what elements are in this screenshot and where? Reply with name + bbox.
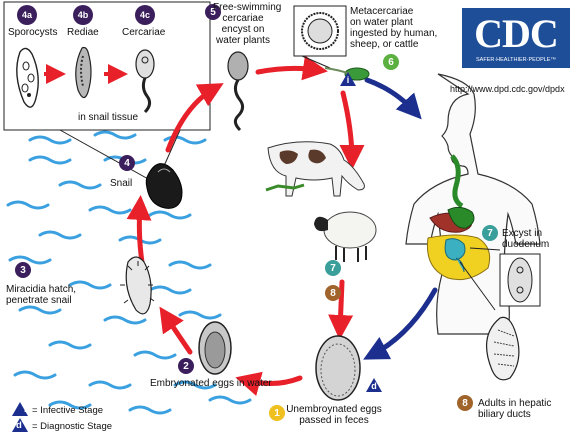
diagnostic-marker [366,378,382,392]
legend-diagnostic-triangle [12,418,28,432]
inset-pointer-line-1 [59,129,151,181]
water-plant-image [324,67,370,81]
stage-7-line2: duodenum [502,239,550,250]
sheep-image [314,211,377,262]
stage-6-line2: on water plant [350,17,413,28]
badge-4a [17,5,37,25]
badge-4b [73,5,93,25]
badge-4c-text: 4c [139,10,150,20]
stage-1-line2: passed in feces [299,415,369,426]
stage-8-line2: biliary ducts [478,409,531,420]
legend-infective-label: = Infective Stage [32,405,104,416]
badge-3 [15,262,31,278]
redia-image [75,46,92,99]
stage-5-line3: encyst on [221,24,265,35]
free-cercaria-image [227,51,249,132]
stage-6-line3: ingested by human, [350,28,438,39]
stage-3-line1: Miracidia hatch, [6,284,77,295]
badge-2 [178,358,194,374]
metacercaria-box [293,5,347,69]
badge-7b [325,260,341,276]
excyst-box [499,253,541,307]
badge-8 [457,395,473,411]
human-image [405,73,541,335]
stage-3-line2: penetrate snail [6,295,72,306]
badge-7b-text: 7 [330,263,336,274]
water-waves [6,130,252,415]
badge-8b [325,285,341,301]
sporocyst-image [16,47,39,108]
legend-infective-symbol: i [24,404,27,415]
miracidium-image [120,256,155,315]
stage-6-line4: sheep, or cattle [350,39,419,50]
diagnostic-marker-letter: d [371,381,377,391]
legend-diagnostic-label: = Diagnostic Stage [32,421,113,432]
infective-marker-letter: i [346,75,350,85]
blue-human-arrows [363,77,438,360]
stage-1-line1: Unembroynated eggs [286,404,382,415]
cdc-logo-tagline: SAFER·HEALTHIER·PEOPLE™ [476,57,556,63]
badge-7-text: 7 [487,228,493,239]
adult-pointer-line [459,261,496,311]
stage-2-label: Embryonated eggs in water [150,378,272,389]
badge-4-text: 4 [124,158,130,169]
legend-diagnostic-symbol: d [16,420,22,431]
rediae-label: Rediae [67,27,99,38]
snail-image [145,163,183,209]
stage-5-line2: cercariae [222,13,264,24]
badge-6-text: 6 [388,57,394,68]
badge-8b-text: 8 [330,288,336,299]
cercariae-inset-label: Cercariae [122,27,166,38]
badge-4c [135,5,155,25]
badge-5-text: 5 [210,7,216,18]
badge-1-text: 1 [274,408,280,419]
stage-5-line1: Free-swimming [213,2,282,13]
badge-6 [383,54,399,70]
unembryonated-egg-image [315,335,361,401]
cdc-logo-letters: CDC [474,11,559,56]
badge-3-text: 3 [20,265,26,276]
excyst-pointer [469,247,501,251]
stage-7-line1: Excyst in [502,228,543,239]
cdc-logo: CDC SAFER·HEALTHIER·PEOPLE™ [462,8,570,68]
embryonated-egg-image [198,321,232,375]
cercaria-inset-image [135,49,155,114]
badge-7 [482,225,498,241]
badge-4a-text: 4a [21,10,32,20]
stage-5-line4: water plants [216,35,270,46]
snail-tissue-inset [3,1,211,131]
sporocysts-label: Sporocysts [8,27,58,38]
badge-4 [119,155,135,171]
stage-6-line1: Metacercariae [350,6,414,17]
stage-8-line1: Adults in hepatic [478,398,552,409]
red-cycle-arrows [126,55,365,396]
legend-infective-triangle [12,402,28,416]
badge-4b-text: 4b [77,10,89,20]
badge-8-text: 8 [462,398,468,409]
badge-5 [205,4,221,20]
badge-2-text: 2 [183,361,189,372]
adult-fluke-image [485,316,520,381]
cow-image [265,141,365,197]
badge-1 [269,405,285,421]
stage-4-label: Snail [110,178,133,189]
infective-marker [340,72,356,86]
inset-caption: in snail tissue [78,112,139,123]
cdc-url-link[interactable]: http://www.dpd.cdc.gov/dpdx [450,84,565,94]
